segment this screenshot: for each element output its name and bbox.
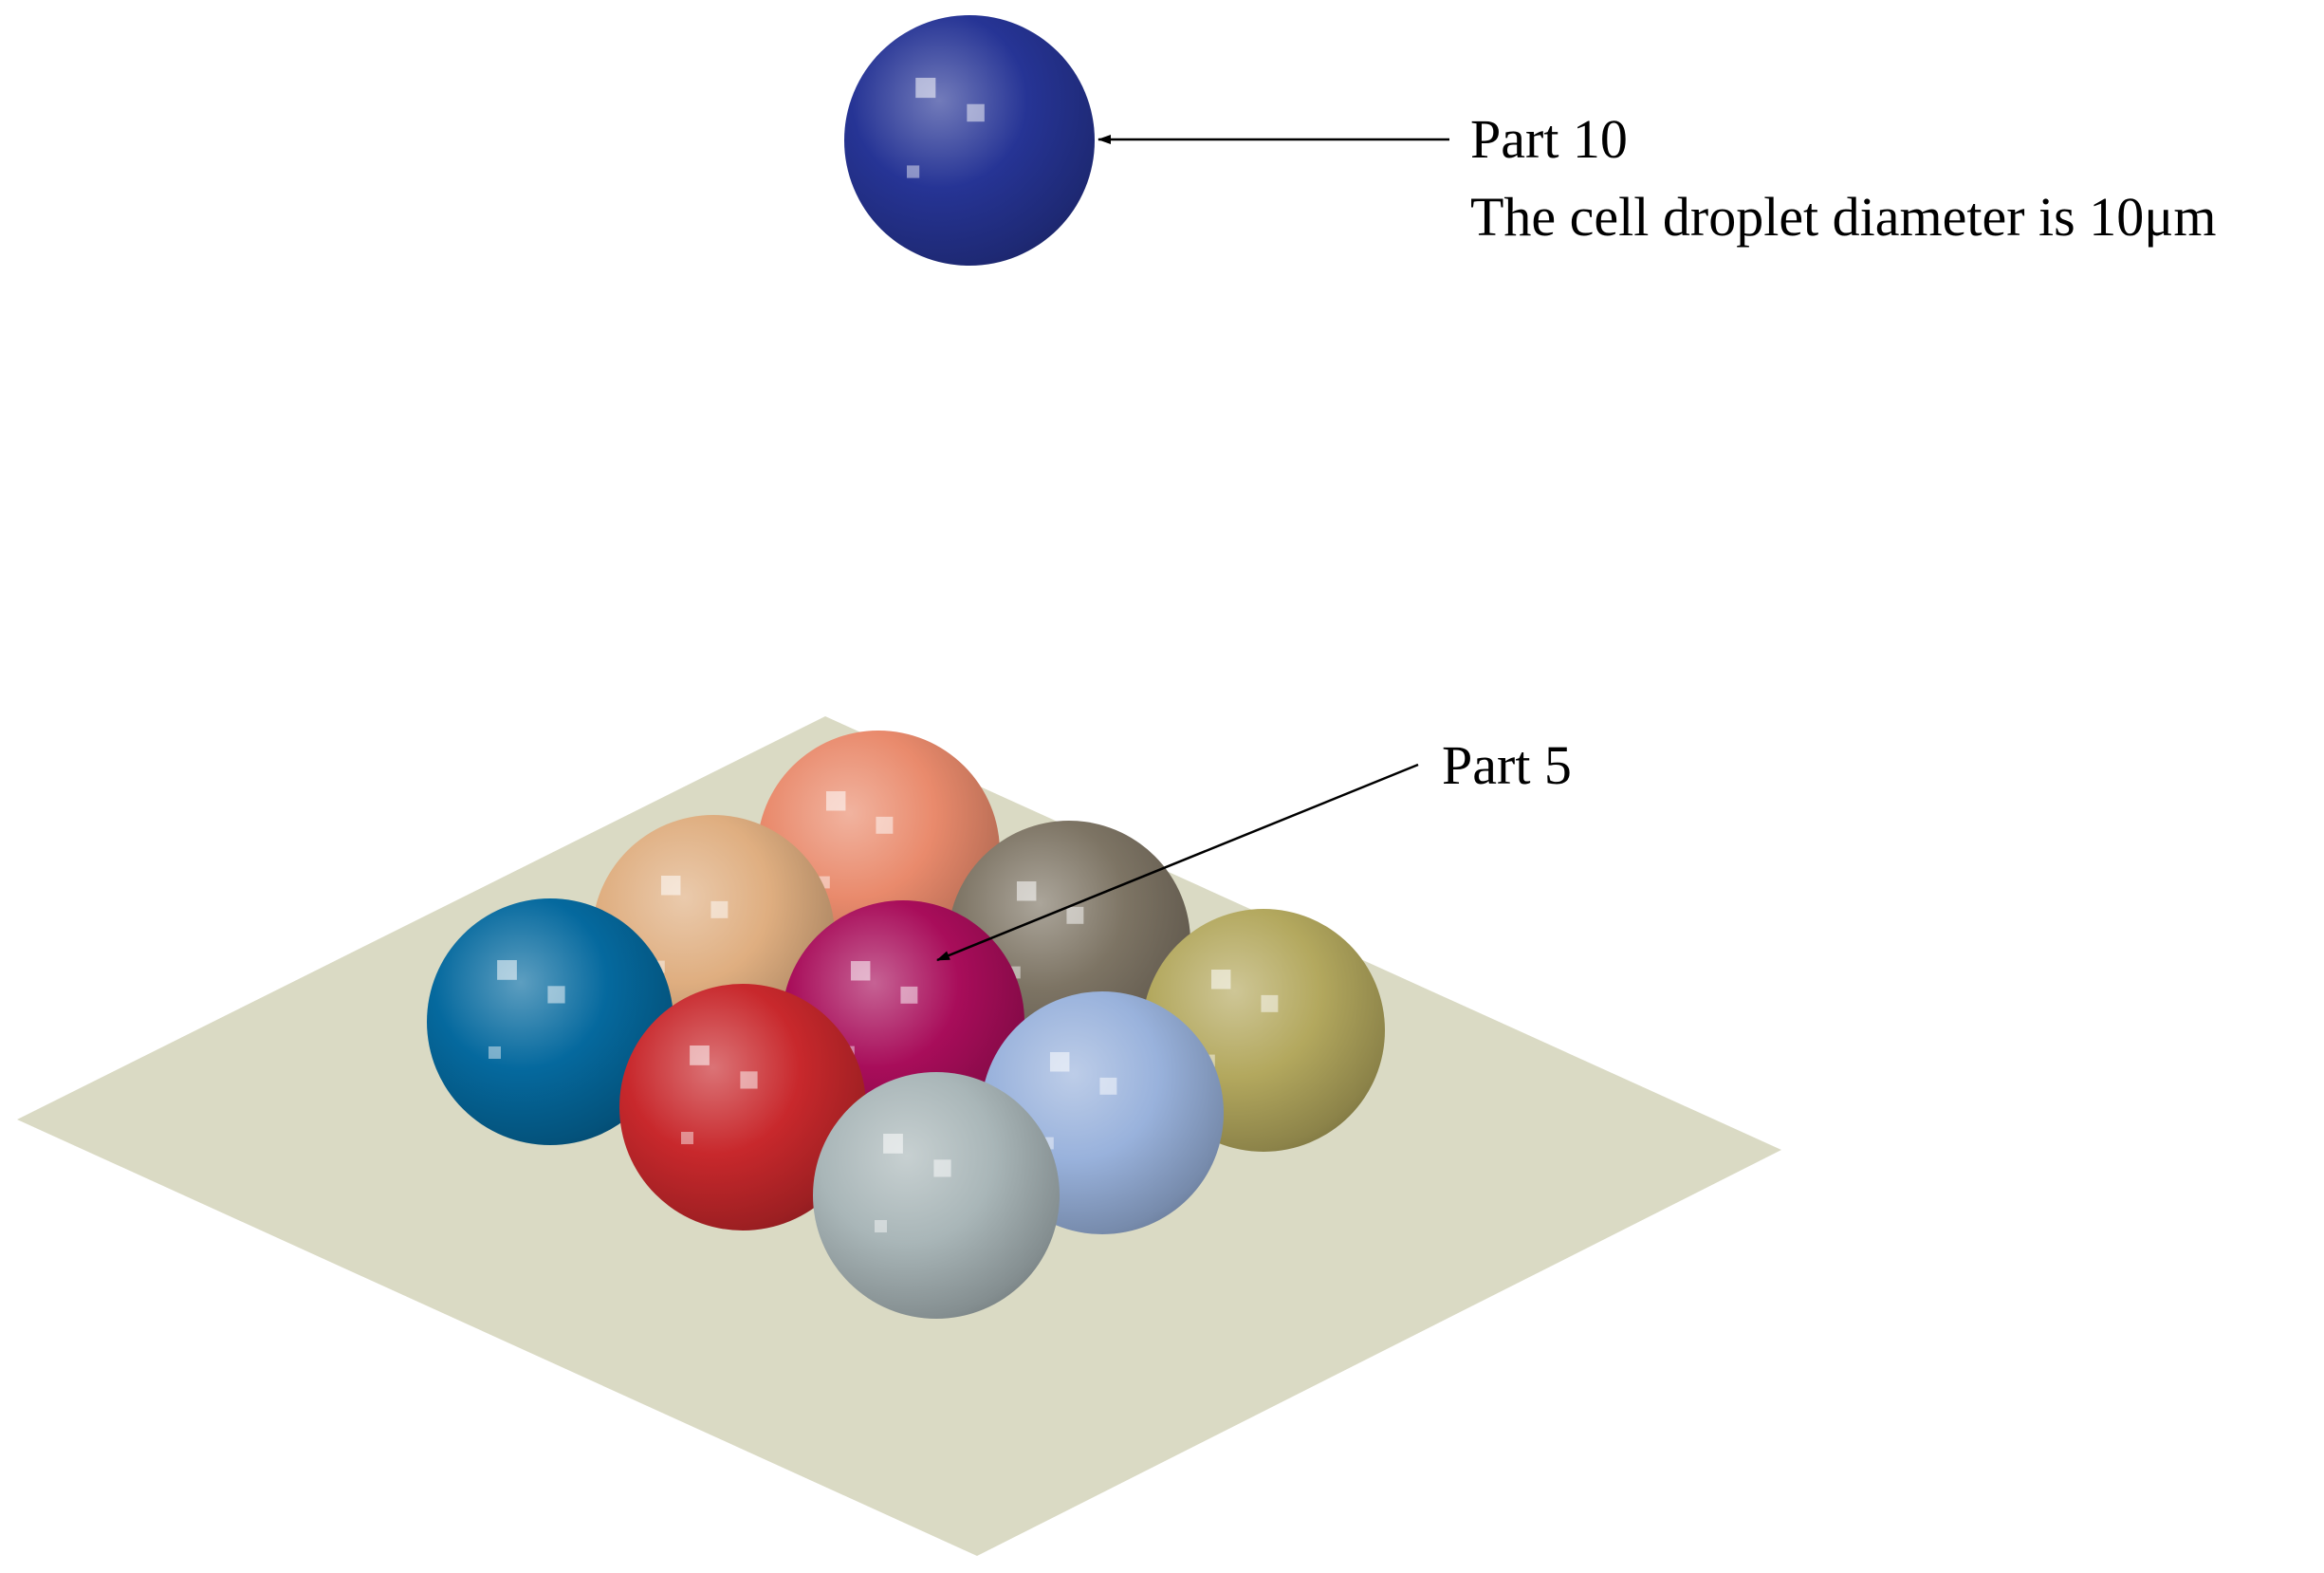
part-5-arrow — [936, 763, 1419, 962]
droplet-diameter-note: The cell droplet diameter is 10μm — [1470, 186, 2217, 248]
sphere-blue — [427, 898, 673, 1145]
part-5-label: Part 5 — [1442, 734, 1572, 796]
sphere-part-10 — [844, 15, 1095, 266]
sphere-red — [619, 984, 866, 1231]
part-10-label: Part 10 — [1470, 108, 1628, 170]
spheres-layer — [427, 15, 1385, 1319]
sphere-silver — [813, 1072, 1060, 1319]
